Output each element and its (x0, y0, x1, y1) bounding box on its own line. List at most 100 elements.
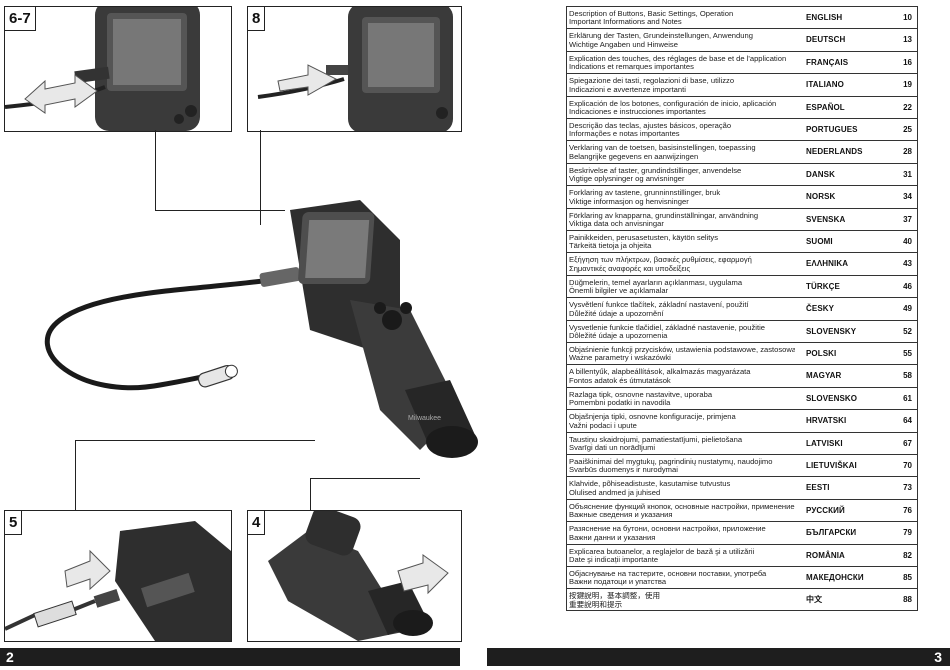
page-number: 25 (903, 125, 912, 134)
language-name: POLSKI (806, 349, 837, 358)
description-line: Razlaga tipk, osnovne nastavitve, uporab… (569, 390, 713, 399)
language-row: Painikkeiden, perusasetusten, käytön sel… (566, 230, 918, 252)
figure-label: 8 (248, 7, 266, 31)
language-name: MAGYAR (806, 371, 842, 381)
description-line: A billentyűk, alapbeállítások, alkalmazá… (569, 368, 751, 377)
figure-5-illustration (5, 521, 231, 641)
page-number: 40 (903, 237, 912, 246)
row-description: Explication des touches, des réglages de… (569, 55, 795, 72)
language-row: Paaiškinimai del mygtukų, pagrindinių nu… (566, 454, 918, 476)
language-row: Erklärung der Tasten, Grundeinstellungen… (566, 28, 918, 50)
figure-4-illustration (268, 511, 449, 641)
description-line: Tärkeitä tietoja ja ohjeita (569, 241, 652, 251)
description-line: Spiegazione dei tasti, regolazioni di ba… (569, 77, 735, 86)
row-description: Düğmelerin, temel ayarların açıklanması,… (569, 279, 795, 296)
language-row: Explication des touches, des réglages de… (566, 50, 918, 73)
language-name: FRANÇAIS (806, 57, 849, 67)
language-row: Vysvetlenie funkcie tlačidiel, základné … (566, 319, 918, 342)
language-row: Verklaring van de toetsen, basisinstelli… (566, 140, 918, 162)
figure-6-7-illustration (5, 7, 200, 131)
description-line: Explicarea butoanelor, a reglajelor de b… (569, 547, 755, 556)
page-number: 67 (903, 438, 912, 448)
description-line: Važni podaci i upute (569, 420, 637, 430)
language-name: ČESKY (806, 304, 835, 314)
language-name: NORSK (806, 192, 836, 202)
page-number: 52 (903, 326, 912, 336)
row-description: Beskrivelse af taster, grundindstillinge… (569, 167, 795, 184)
description-line: Важни податоци и упатства (569, 577, 667, 587)
language-row: Objašnjenja tipki, osnovne konfiguracije… (566, 409, 918, 431)
language-name: DEUTSCH (806, 35, 846, 45)
description-line: Důležité údaje a upozornění (569, 308, 664, 318)
description-line: Informações e notas importantes (569, 129, 680, 139)
description-line: Explicación de los botones, configuració… (569, 99, 777, 108)
row-description: Explicarea butoanelor, a reglajelor de b… (569, 548, 795, 565)
description-line: Важные сведения и указания (569, 510, 673, 520)
language-name: ITALIANO (806, 80, 844, 90)
language-name: TÜRKÇE (806, 281, 840, 291)
description-line: Taustiņu skaidrojumi, pamatiestatījumi, … (569, 435, 743, 444)
language-row: Beskrivelse af taster, grundindstillinge… (566, 162, 918, 185)
language-row: Explicación de los botones, configuració… (566, 95, 918, 118)
language-name: РУССКИЙ (806, 505, 845, 515)
footer-right: 3 (487, 648, 950, 666)
footer-left: 2 (0, 648, 460, 666)
figure-label: 6-7 (5, 7, 36, 31)
description-line: Vysvetlenie funkcie tlačidiel, základné … (569, 323, 766, 332)
page-number: 13 (903, 35, 912, 45)
description-line: Pomembni podatki in navodila (569, 398, 671, 408)
language-name: HRVATSKI (806, 416, 847, 426)
main-inspection-camera-illustration: Milwaukee (20, 180, 490, 480)
row-description: Description of Buttons, Basic Settings, … (569, 10, 795, 27)
page-number: 22 (903, 102, 912, 112)
page-number: 64 (903, 416, 912, 426)
row-description: Verklaring van de toetsen, basisinstelli… (569, 144, 795, 161)
page-number-left: 2 (6, 649, 14, 665)
page-number: 61 (903, 393, 912, 403)
description-line: Εξήγηση των πλήκτρων, βασικές ρυθμίσεις,… (569, 256, 752, 265)
page-number: 49 (903, 304, 912, 314)
description-line: Объяснение функций кнопок, основные наст… (569, 502, 795, 511)
figure-label: 5 (5, 511, 23, 535)
page-number: 46 (903, 281, 912, 291)
leader-line (310, 478, 420, 479)
leader-line (310, 478, 311, 510)
brand-logo-text: Milwaukee (408, 415, 441, 422)
language-name: LIETUVIŠKAI (806, 461, 857, 470)
description-line: Fontos adatok és útmutatások (569, 375, 671, 385)
language-row: Taustiņu skaidrojumi, pamatiestatījumi, … (566, 431, 918, 454)
language-row: Explicarea butoanelor, a reglajelor de b… (566, 543, 918, 566)
description-line: Description of Buttons, Basic Settings, … (569, 10, 734, 18)
page-number: 16 (903, 57, 912, 67)
page-number: 19 (903, 80, 912, 90)
page-number: 10 (903, 13, 912, 22)
row-description: A billentyűk, alapbeállítások, alkalmazá… (569, 368, 795, 385)
language-row: Forklaring av tastene, grunninnstillinge… (566, 185, 918, 207)
description-line: Објаснување на тастерите, основни постав… (569, 570, 767, 578)
description-line: 按鍵說明，基本調整，使用 (569, 592, 661, 601)
description-line: Svarīgi dati un norādījumi (569, 443, 656, 452)
description-line: Forklaring av tastene, grunninnstillinge… (569, 189, 721, 198)
row-description: Klahvide, põhiseadistuste, kasutamise tu… (569, 480, 795, 497)
page-number: 55 (903, 349, 912, 358)
description-line: Важни данни и указания (569, 532, 656, 542)
description-line: Date şi indicații importante (569, 555, 659, 564)
description-line: Descrição das teclas, ajustes básicos, o… (569, 122, 732, 130)
row-description: Forklaring av tastene, grunninnstillinge… (569, 189, 795, 206)
language-name: ROMÂNIA (806, 550, 845, 560)
page-number-right: 3 (934, 649, 942, 665)
language-row: Объяснение функций кнопок, основные наст… (566, 498, 918, 521)
figure-8: 8 (247, 6, 462, 132)
description-line: 重要說明和提示 (569, 599, 623, 609)
footer-gap (460, 648, 487, 666)
language-name: SUOMI (806, 237, 833, 246)
description-line: Objaśnienie funkcji przycisków, ustawien… (569, 346, 795, 354)
description-line: Svarbūs duomenys ir nurodymai (569, 465, 678, 475)
description-line: Viktiga data och anvisningar (569, 219, 664, 228)
description-line: Dôležité údaje a upozornenia (569, 331, 668, 340)
row-description: Painikkeiden, perusasetusten, käytön sel… (569, 234, 795, 251)
language-name: SVENSKA (806, 214, 846, 224)
description-line: Wichtige Angaben und Hinweise (569, 39, 678, 49)
description-line: Painikkeiden, perusasetusten, käytön sel… (569, 234, 719, 242)
language-row: Descrição das teclas, ajustes básicos, o… (566, 118, 918, 140)
